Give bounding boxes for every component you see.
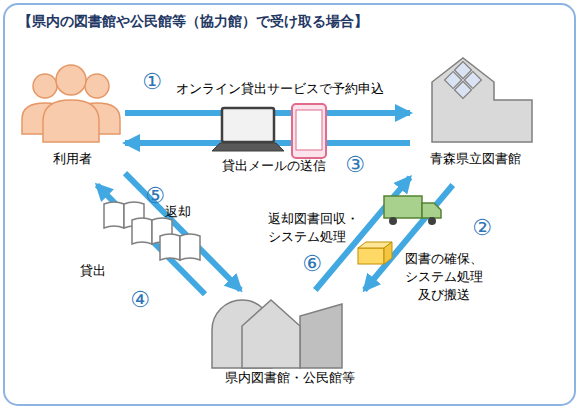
node-label: 青森県立図書館: [410, 151, 540, 168]
library-building-icon: [432, 58, 532, 142]
laptop-base: [212, 143, 284, 151]
person-head: [56, 65, 86, 95]
parcel-icon: [358, 242, 392, 264]
lattice-window: [445, 62, 482, 99]
laptop-icon: [212, 108, 284, 151]
open-book: [160, 234, 200, 260]
window-pane: [455, 81, 472, 98]
truck-icon: [384, 196, 441, 225]
edge-label: 返却図書回収・ システム処理: [268, 210, 368, 246]
parcel-front: [358, 248, 384, 264]
edge-label: オンライン貸出サービスで予約申込: [176, 80, 384, 98]
callout-number: ⑥: [302, 253, 322, 275]
book-page: [104, 202, 124, 228]
callout-number: ①: [142, 71, 162, 93]
truck-cab: [422, 203, 441, 218]
person-body: [43, 100, 99, 142]
person-head: [33, 74, 57, 98]
edge-label: 図書の確保、 システム処理 及び搬送: [398, 250, 490, 304]
house-building: [242, 300, 300, 368]
laptop-screen: [222, 108, 274, 142]
tablet-icon: [292, 104, 326, 158]
library-node: 青森県立図書館: [410, 55, 540, 185]
callout-number: ③: [345, 154, 365, 176]
side-building: [300, 304, 342, 368]
local-buildings-icon: [212, 300, 342, 368]
edge-label: 貸出: [80, 262, 106, 280]
diagram-title: 【県内の図書館や公民館等（協力館）で受け取る場合】: [18, 13, 368, 31]
flow-arrow: [97, 185, 205, 294]
truck-wheel: [428, 217, 436, 225]
frame-border: [4, 4, 575, 405]
book-page: [180, 234, 200, 260]
person-head: [85, 74, 109, 98]
tablet-screen: [296, 110, 322, 150]
parcel-side: [384, 242, 392, 264]
truck-cargo: [384, 196, 422, 218]
book-page: [132, 218, 152, 244]
edge-label: 貸出メールの送信: [222, 157, 326, 175]
callout-number: ②: [472, 217, 492, 239]
callout-number: ④: [130, 289, 150, 311]
callout-number: ⑤: [145, 185, 165, 207]
book-page: [160, 234, 180, 260]
flow-arrow: [125, 173, 241, 290]
edge-label: 返却: [165, 203, 191, 221]
building-body: [432, 58, 532, 142]
books-icon: [104, 202, 200, 260]
tablet-body: [292, 104, 326, 158]
truck-wheel: [389, 217, 397, 225]
branch-library-node: 県内図書館・公民館等: [205, 290, 375, 390]
node-label: 県内図書館・公民館等: [205, 370, 375, 387]
node-label: 利用者: [20, 151, 125, 168]
user-node: 利用者: [20, 55, 125, 185]
people-icon: [22, 65, 120, 142]
